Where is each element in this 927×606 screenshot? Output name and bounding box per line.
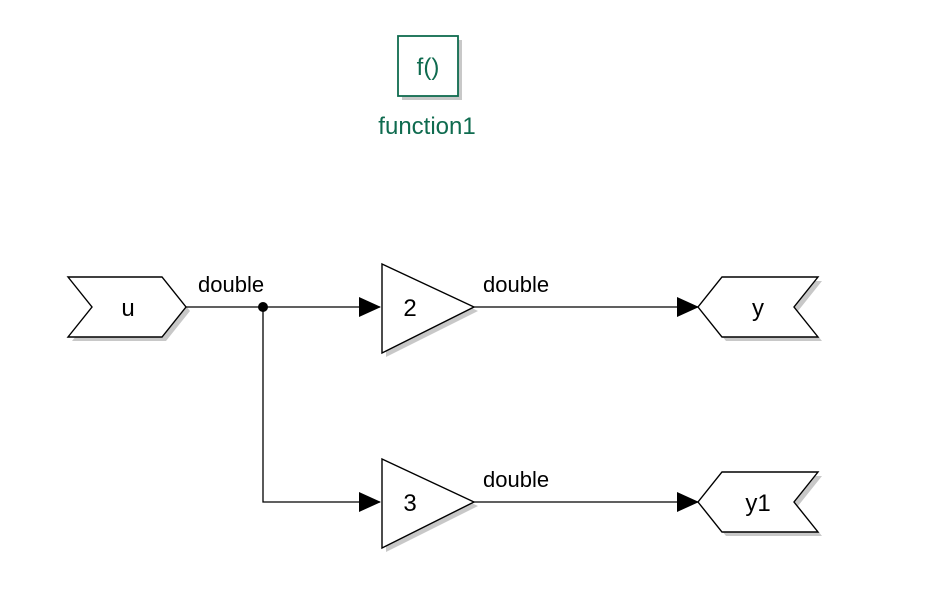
branch-point xyxy=(258,302,268,312)
outport-y-label: y xyxy=(752,295,764,322)
outport-y1-label: y1 xyxy=(745,490,770,517)
inport-label: u xyxy=(121,295,134,322)
inport-block-u[interactable]: u xyxy=(66,276,190,341)
function-block[interactable]: f() xyxy=(397,35,462,100)
signal-label-input: double xyxy=(198,272,264,297)
gain-block-1[interactable]: 2 xyxy=(381,262,478,357)
outport-block-y[interactable]: y xyxy=(697,276,822,341)
function-block-symbol: f() xyxy=(417,54,440,81)
gain-2-value: 3 xyxy=(403,490,416,517)
function-block-name: function1 xyxy=(378,113,475,140)
outport-y1-body[interactable] xyxy=(697,471,820,533)
gain-2-body[interactable] xyxy=(381,457,476,550)
gain-block-2[interactable]: 3 xyxy=(381,457,478,552)
signal-label-gain-2-out: double xyxy=(483,467,549,492)
inport-body[interactable] xyxy=(66,276,187,338)
outport-block-y1[interactable]: y1 xyxy=(697,471,822,536)
gain-1-value: 2 xyxy=(403,295,416,322)
gain-1-body[interactable] xyxy=(381,262,476,355)
outport-y-body[interactable] xyxy=(697,276,820,338)
function-block-body[interactable] xyxy=(397,35,459,97)
signal-label-gain-1-out: double xyxy=(483,272,549,297)
signal-branch-u-to-gain-3[interactable] xyxy=(262,307,381,512)
